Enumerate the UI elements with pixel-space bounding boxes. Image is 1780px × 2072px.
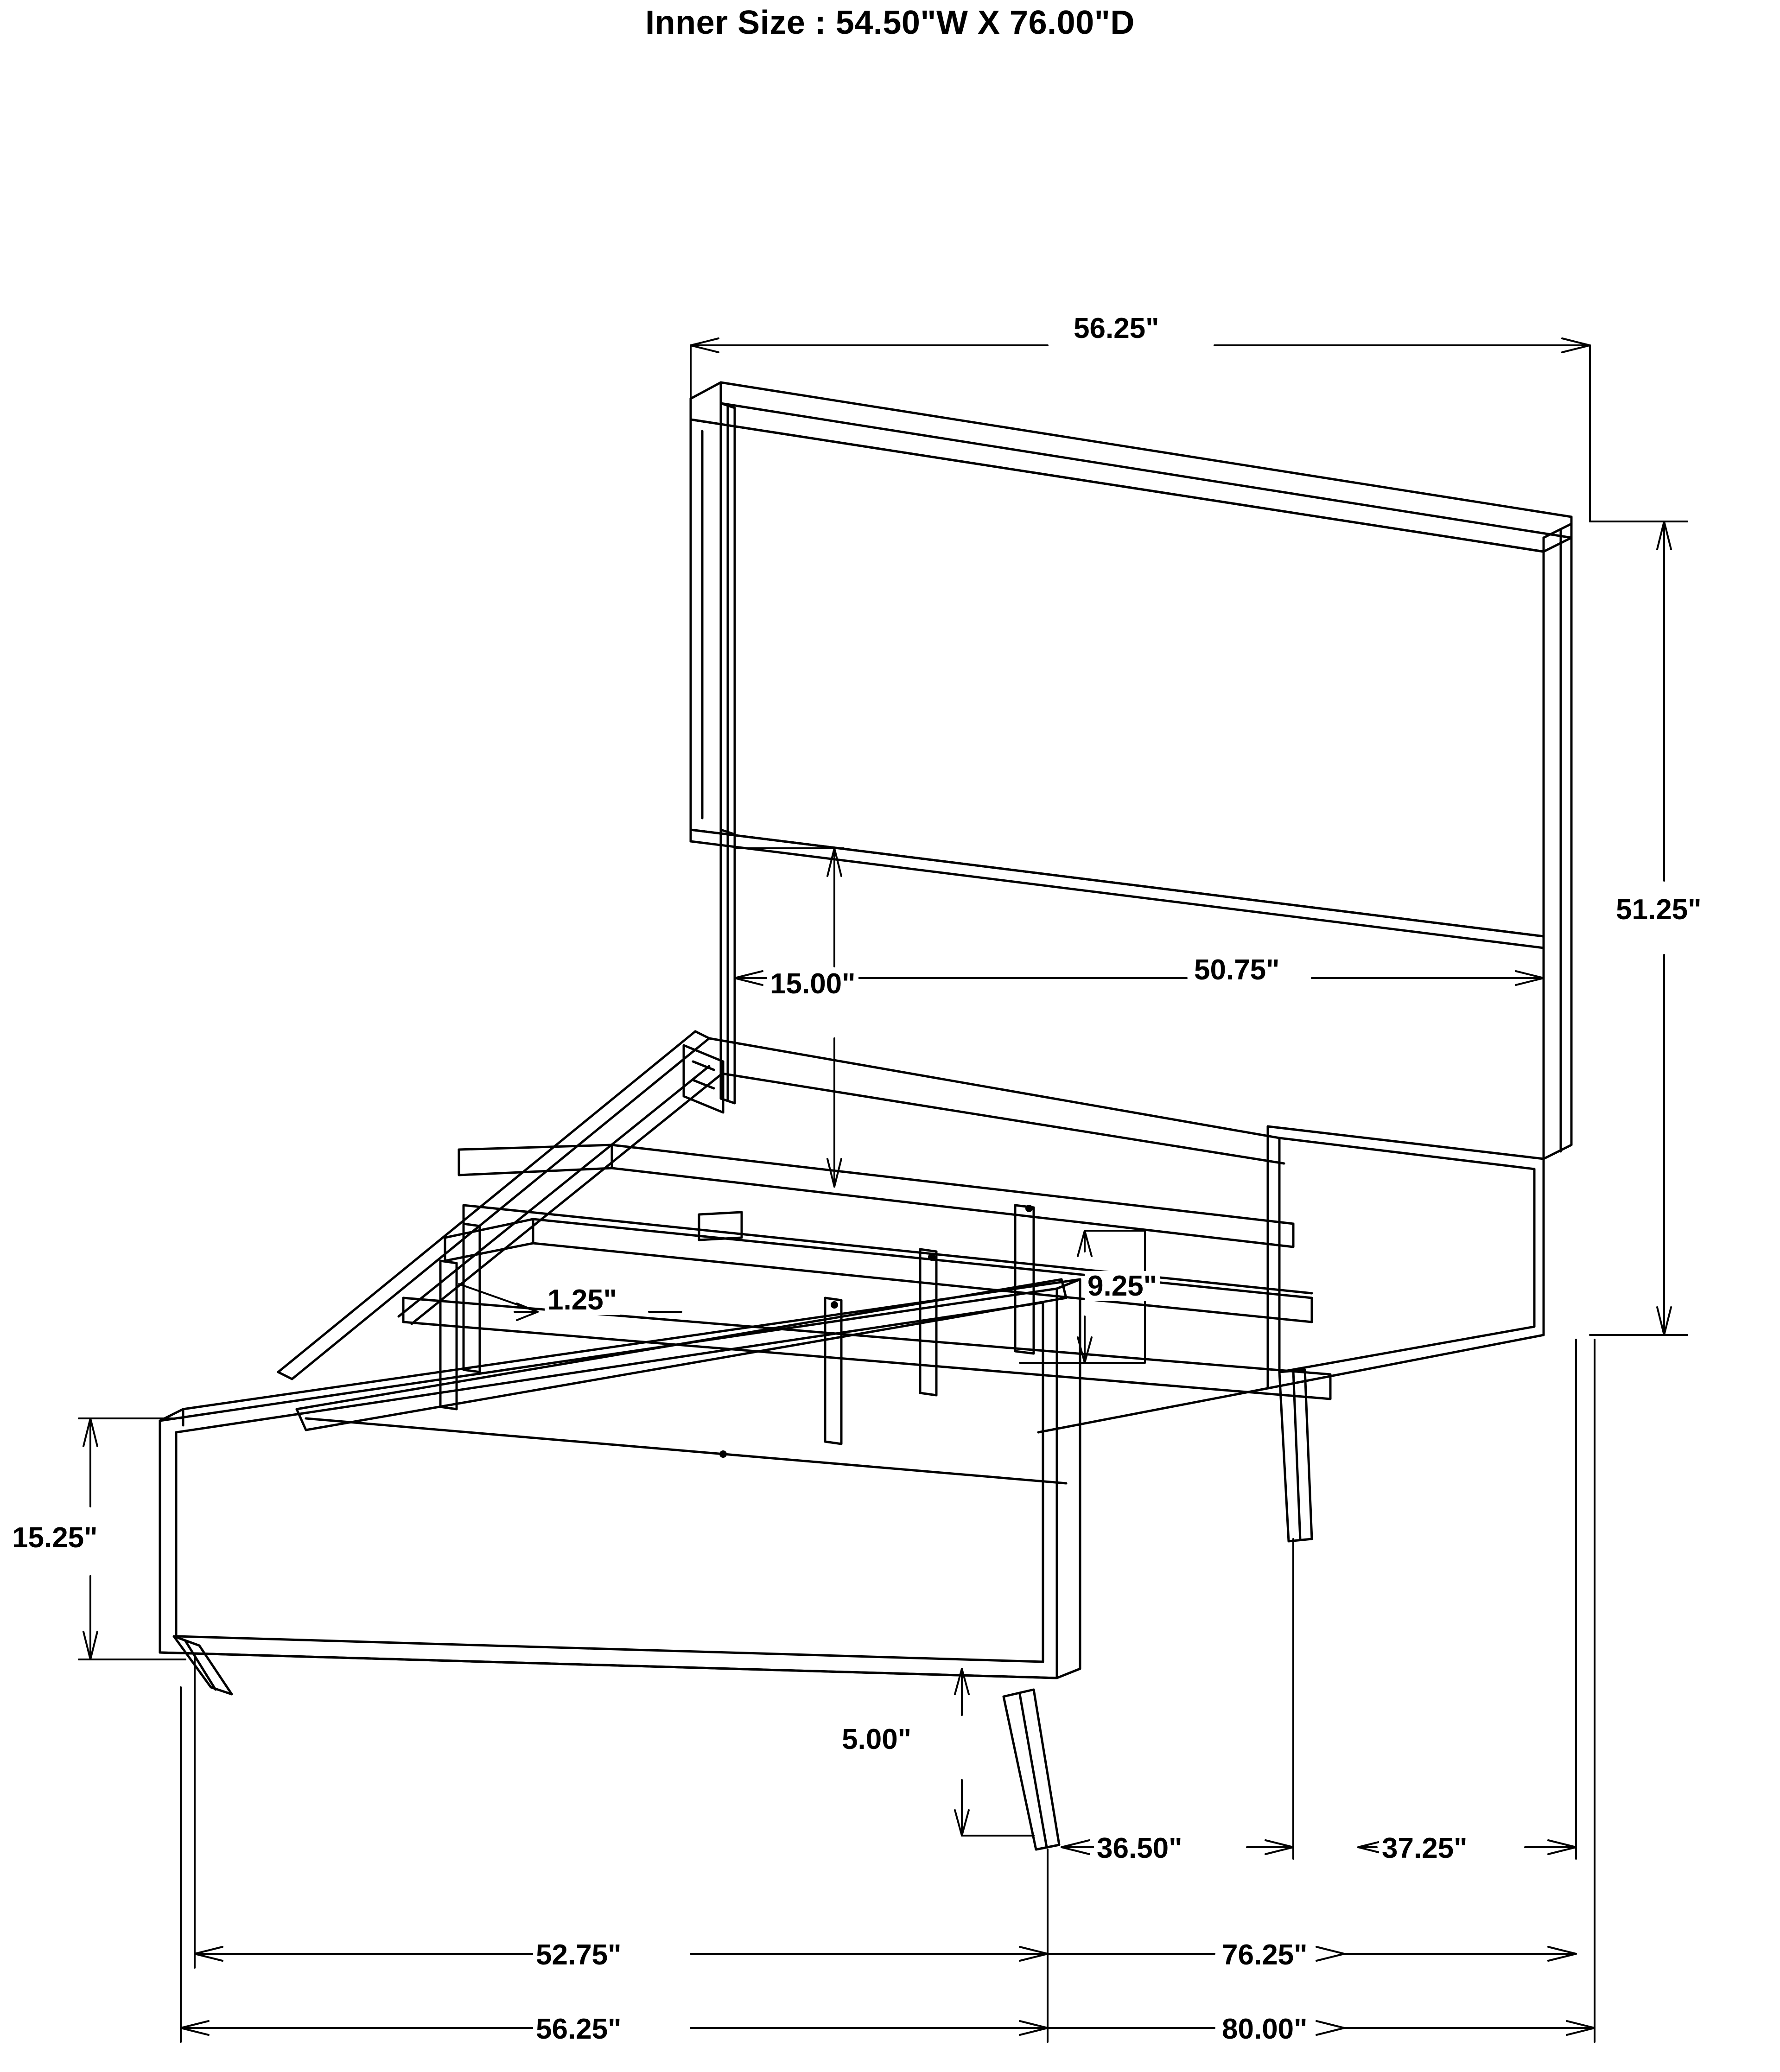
dim-label-headboard-panel-width: 50.75" [1191,955,1283,985]
page-title: Inner Size : 54.50"W X 76.00"D [645,4,1135,41]
dim-label-inner-depth: 76.25" [1219,1940,1310,1970]
dim-label-leg-span-rear: 37.25" [1379,1833,1470,1863]
dim-label-footboard-height: 15.25" [9,1523,101,1553]
dim-label-slat-to-headboard: 15.00" [767,969,858,999]
dim-label-slat-thickness: 1.25" [545,1285,620,1315]
dim-label-leg-span-front: 36.50" [1094,1833,1185,1863]
dim-label-inner-width: 52.75" [533,1940,624,1970]
dim-label-outer-width: 56.25" [533,2014,624,2044]
dim-label-leg-clearance: 5.00" [839,1724,915,1754]
dim-label-deck-height: 9.25" [1085,1271,1160,1301]
dim-label-headboard-width: 56.25" [1071,313,1162,343]
dim-label-outer-depth: 80.00" [1219,2014,1310,2044]
dim-label-headboard-height: 51.25" [1613,895,1704,925]
